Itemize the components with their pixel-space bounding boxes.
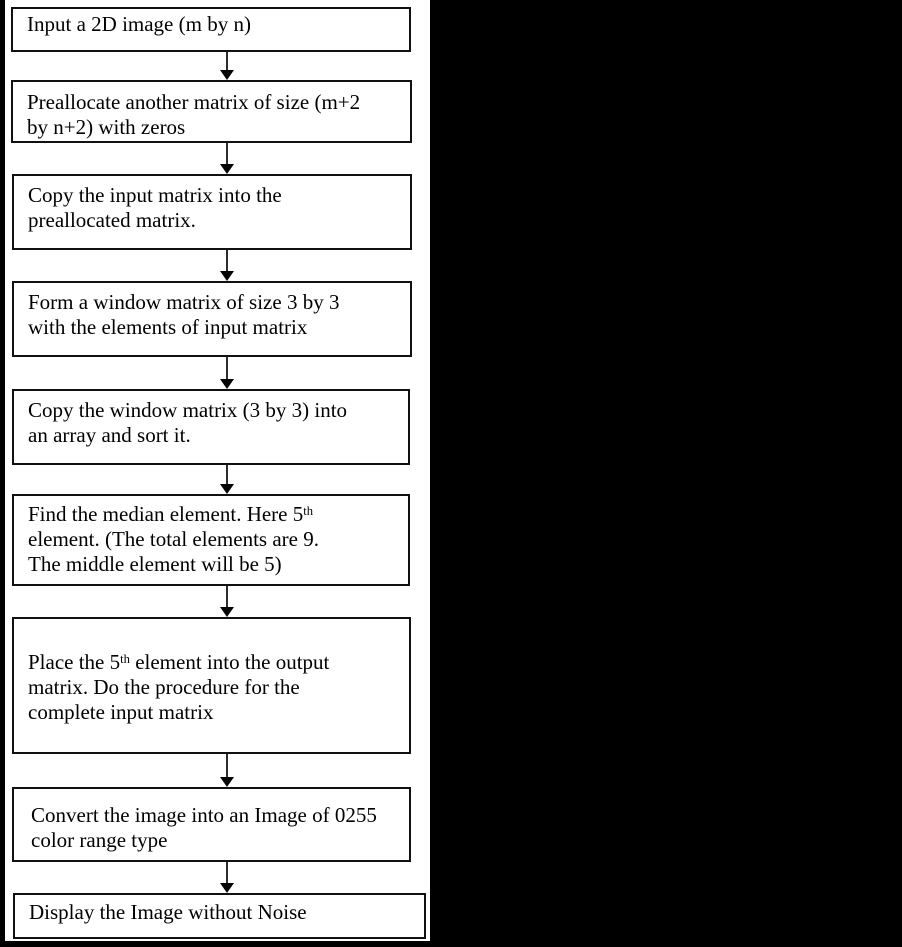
step-text-line: color range type [31, 828, 405, 853]
step-text: matrix. Do the procedure for the [28, 675, 300, 699]
step-text: by n+2) with zeros [27, 115, 186, 139]
arrow-shaft [226, 862, 228, 885]
step-text: Copy the window matrix (3 by 3) into [28, 398, 348, 422]
step-text: an array and sort it. [28, 423, 191, 447]
arrow-shaft [226, 465, 228, 486]
step-text: Input a 2D image (m by n) [27, 12, 251, 36]
arrow-shaft [226, 143, 228, 166]
step-text-line: Preallocate another matrix of size (m+2 [27, 90, 406, 115]
step-text-line: with the elements of input matrix [28, 315, 406, 340]
arrow-shaft [226, 357, 228, 381]
step-text: The middle element will be 5) [28, 552, 282, 576]
step-text-line: Display the Image without Noise [29, 900, 420, 925]
flowchart-panel [5, 0, 430, 941]
step-text-line: Copy the input matrix into the [28, 183, 406, 208]
step-text-line: The middle element will be 5) [28, 552, 404, 577]
step-text-line: Place the 5th element into the output [28, 650, 405, 675]
arrow-head [220, 379, 234, 389]
step-text: Place the 5 [28, 650, 121, 674]
step-text-line: an array and sort it. [28, 423, 404, 448]
step-text: Form a window matrix of size 3 by 3 [28, 290, 340, 314]
step-text: preallocated matrix. [28, 208, 196, 232]
arrow-head [220, 607, 234, 617]
arrow-shaft [226, 250, 228, 273]
step-text: element into the output [129, 650, 330, 674]
step-text-line: matrix. Do the procedure for the [28, 675, 405, 700]
step-text-line: Form a window matrix of size 3 by 3 [28, 290, 406, 315]
flowchart-step-9: Display the Image without Noise [13, 893, 426, 939]
superscript-text: th [120, 652, 130, 667]
arrow-head [220, 271, 234, 281]
step-text-line: by n+2) with zeros [27, 115, 406, 140]
step-text-line: complete input matrix [28, 700, 405, 725]
flowchart-step-1: Input a 2D image (m by n) [11, 7, 411, 52]
step-text: Find the median element. Here 5 [28, 502, 304, 526]
arrow-shaft [226, 586, 228, 609]
step-text: color range type [31, 828, 168, 852]
step-text-line: preallocated matrix. [28, 208, 406, 233]
superscript-text: th [303, 504, 314, 519]
step-text: complete input matrix [28, 700, 214, 724]
step-text-line: Input a 2D image (m by n) [27, 12, 405, 37]
arrow-head [220, 883, 234, 893]
down-arrow-icon [220, 586, 234, 617]
step-text-line: element. (The total elements are 9. [28, 527, 404, 552]
down-arrow-icon [220, 143, 234, 174]
down-arrow-icon [220, 754, 234, 787]
arrow-head [220, 164, 234, 174]
down-arrow-icon [220, 52, 234, 80]
down-arrow-icon [220, 357, 234, 389]
step-text: element. (The total elements are 9. [28, 527, 319, 551]
down-arrow-icon [220, 250, 234, 281]
arrow-head [220, 777, 234, 787]
step-text: Copy the input matrix into the [28, 183, 282, 207]
step-text: with the elements of input matrix [28, 315, 308, 339]
step-text-line: Convert the image into an Image of 0255 [31, 803, 405, 828]
arrow-shaft [226, 754, 228, 779]
step-text: Display the Image without Noise [29, 900, 307, 924]
step-text-line: Find the median element. Here 5th [28, 502, 404, 527]
step-text: Preallocate another matrix of size (m+2 [27, 90, 361, 114]
arrow-head [220, 70, 234, 80]
down-arrow-icon [220, 862, 234, 893]
down-arrow-icon [220, 465, 234, 494]
step-text-line: Copy the window matrix (3 by 3) into [28, 398, 404, 423]
arrow-head [220, 484, 234, 494]
step-text: Convert the image into an Image of 0255 [31, 803, 377, 827]
arrow-shaft [226, 52, 228, 72]
